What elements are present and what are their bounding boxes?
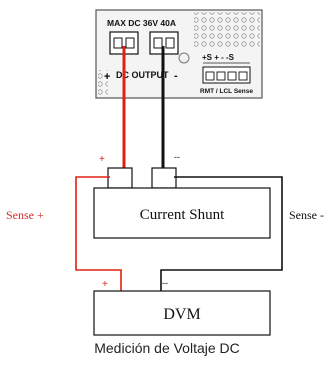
current-shunt-box [93,187,271,239]
sense-plus-wire [75,176,122,291]
screw-icon [178,52,190,64]
power-supply-panel: MAX DC 36V 40A + DC OUTPUT - +S + - -S R… [95,9,263,99]
power-supply-rating: MAX DC 36V 40A [107,18,176,28]
sense-minus-wire [160,176,283,291]
shunt-terminal-plus [107,167,133,189]
current-shunt-label: Current Shunt [140,207,225,223]
sense-terminals-label: +S + - -S [202,53,235,62]
rmt-lcl-sense-label: RMT / LCL Sense [200,88,253,95]
dvm-minus-mark: -- [162,278,168,288]
diagram-caption: Medición de Voltaje DC [94,340,240,356]
dvm-label: DVM [163,306,200,323]
dc-output-plus: + [104,71,110,83]
dvm-box [93,290,271,336]
dvm-plus-mark: + [102,279,108,290]
dc-output-minus: - [174,70,178,82]
shunt-plus-mark: + [99,154,105,165]
dc-output-label: DC OUTPUT [116,70,169,80]
sense-terminal-block: +S + - -S RMT / LCL Sense [200,53,253,95]
sense-minus-label: Sense - [289,208,324,222]
shunt-minus-mark: -- [174,152,180,162]
shunt-terminal-minus [151,167,177,189]
sense-plus-label: Sense + [6,208,44,222]
